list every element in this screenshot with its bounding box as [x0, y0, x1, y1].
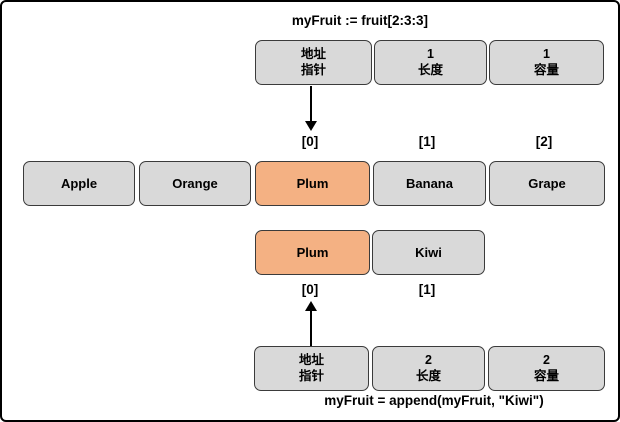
slice-header-bottom-pointer-cell: 地址 指针 — [254, 346, 369, 391]
bottom-code-caption: myFruit = append(myFruit, "Kiwi") — [324, 393, 544, 408]
length-value: 2 — [425, 353, 432, 367]
length-value: 1 — [427, 47, 434, 61]
cell-label: Apple — [60, 176, 98, 191]
capacity-value: 1 — [543, 47, 550, 61]
slice-header-top-pointer-cell: 地址 指针 — [255, 40, 372, 85]
slice-header-top-length-cell: 1 长度 — [374, 40, 487, 85]
pointer-label-line1: 地址 — [300, 47, 326, 61]
length-label: 长度 — [417, 62, 443, 77]
capacity-label: 容量 — [533, 368, 559, 383]
pointer-label-line2: 指针 — [300, 62, 326, 77]
cell-label: Orange — [172, 176, 218, 191]
pointer-label-line1: 地址 — [298, 353, 324, 367]
new-array-index-1: [1] — [418, 282, 436, 297]
array-cell-banana: Banana — [373, 161, 486, 206]
cell-label: Banana — [406, 176, 453, 191]
new-array-cell-kiwi: Kiwi — [372, 230, 485, 275]
pointer-up-arrow-line — [310, 310, 312, 346]
length-label: 长度 — [415, 368, 441, 383]
pointer-label-line2: 指针 — [298, 368, 324, 383]
array-index-2: [2] — [535, 134, 553, 149]
array-index-0: [0] — [301, 134, 319, 149]
array-index-1: [1] — [418, 134, 436, 149]
cell-label: Plum — [296, 176, 329, 191]
slice-header-top-capacity-cell: 1 容量 — [489, 40, 604, 85]
pointer-down-arrow-head-icon — [305, 121, 317, 131]
array-cell-plum-highlighted: Plum — [255, 161, 370, 206]
capacity-label: 容量 — [533, 62, 559, 77]
slice-header-bottom-capacity-cell: 2 容量 — [488, 346, 605, 391]
cell-label: Plum — [296, 245, 329, 260]
array-cell-orange: Orange — [139, 161, 251, 206]
pointer-down-arrow-line — [310, 86, 312, 122]
pointer-up-arrow-head-icon — [305, 301, 317, 311]
new-array-index-0: [0] — [301, 282, 319, 297]
cell-label: Grape — [528, 176, 566, 191]
slice-header-bottom-length-cell: 2 长度 — [372, 346, 485, 391]
top-code-caption: myFruit := fruit[2:3:3] — [291, 13, 429, 28]
capacity-value: 2 — [543, 353, 550, 367]
array-cell-grape: Grape — [489, 161, 605, 206]
array-cell-apple: Apple — [23, 161, 135, 206]
cell-label: Kiwi — [415, 245, 442, 260]
new-array-cell-plum-highlighted: Plum — [255, 230, 370, 275]
